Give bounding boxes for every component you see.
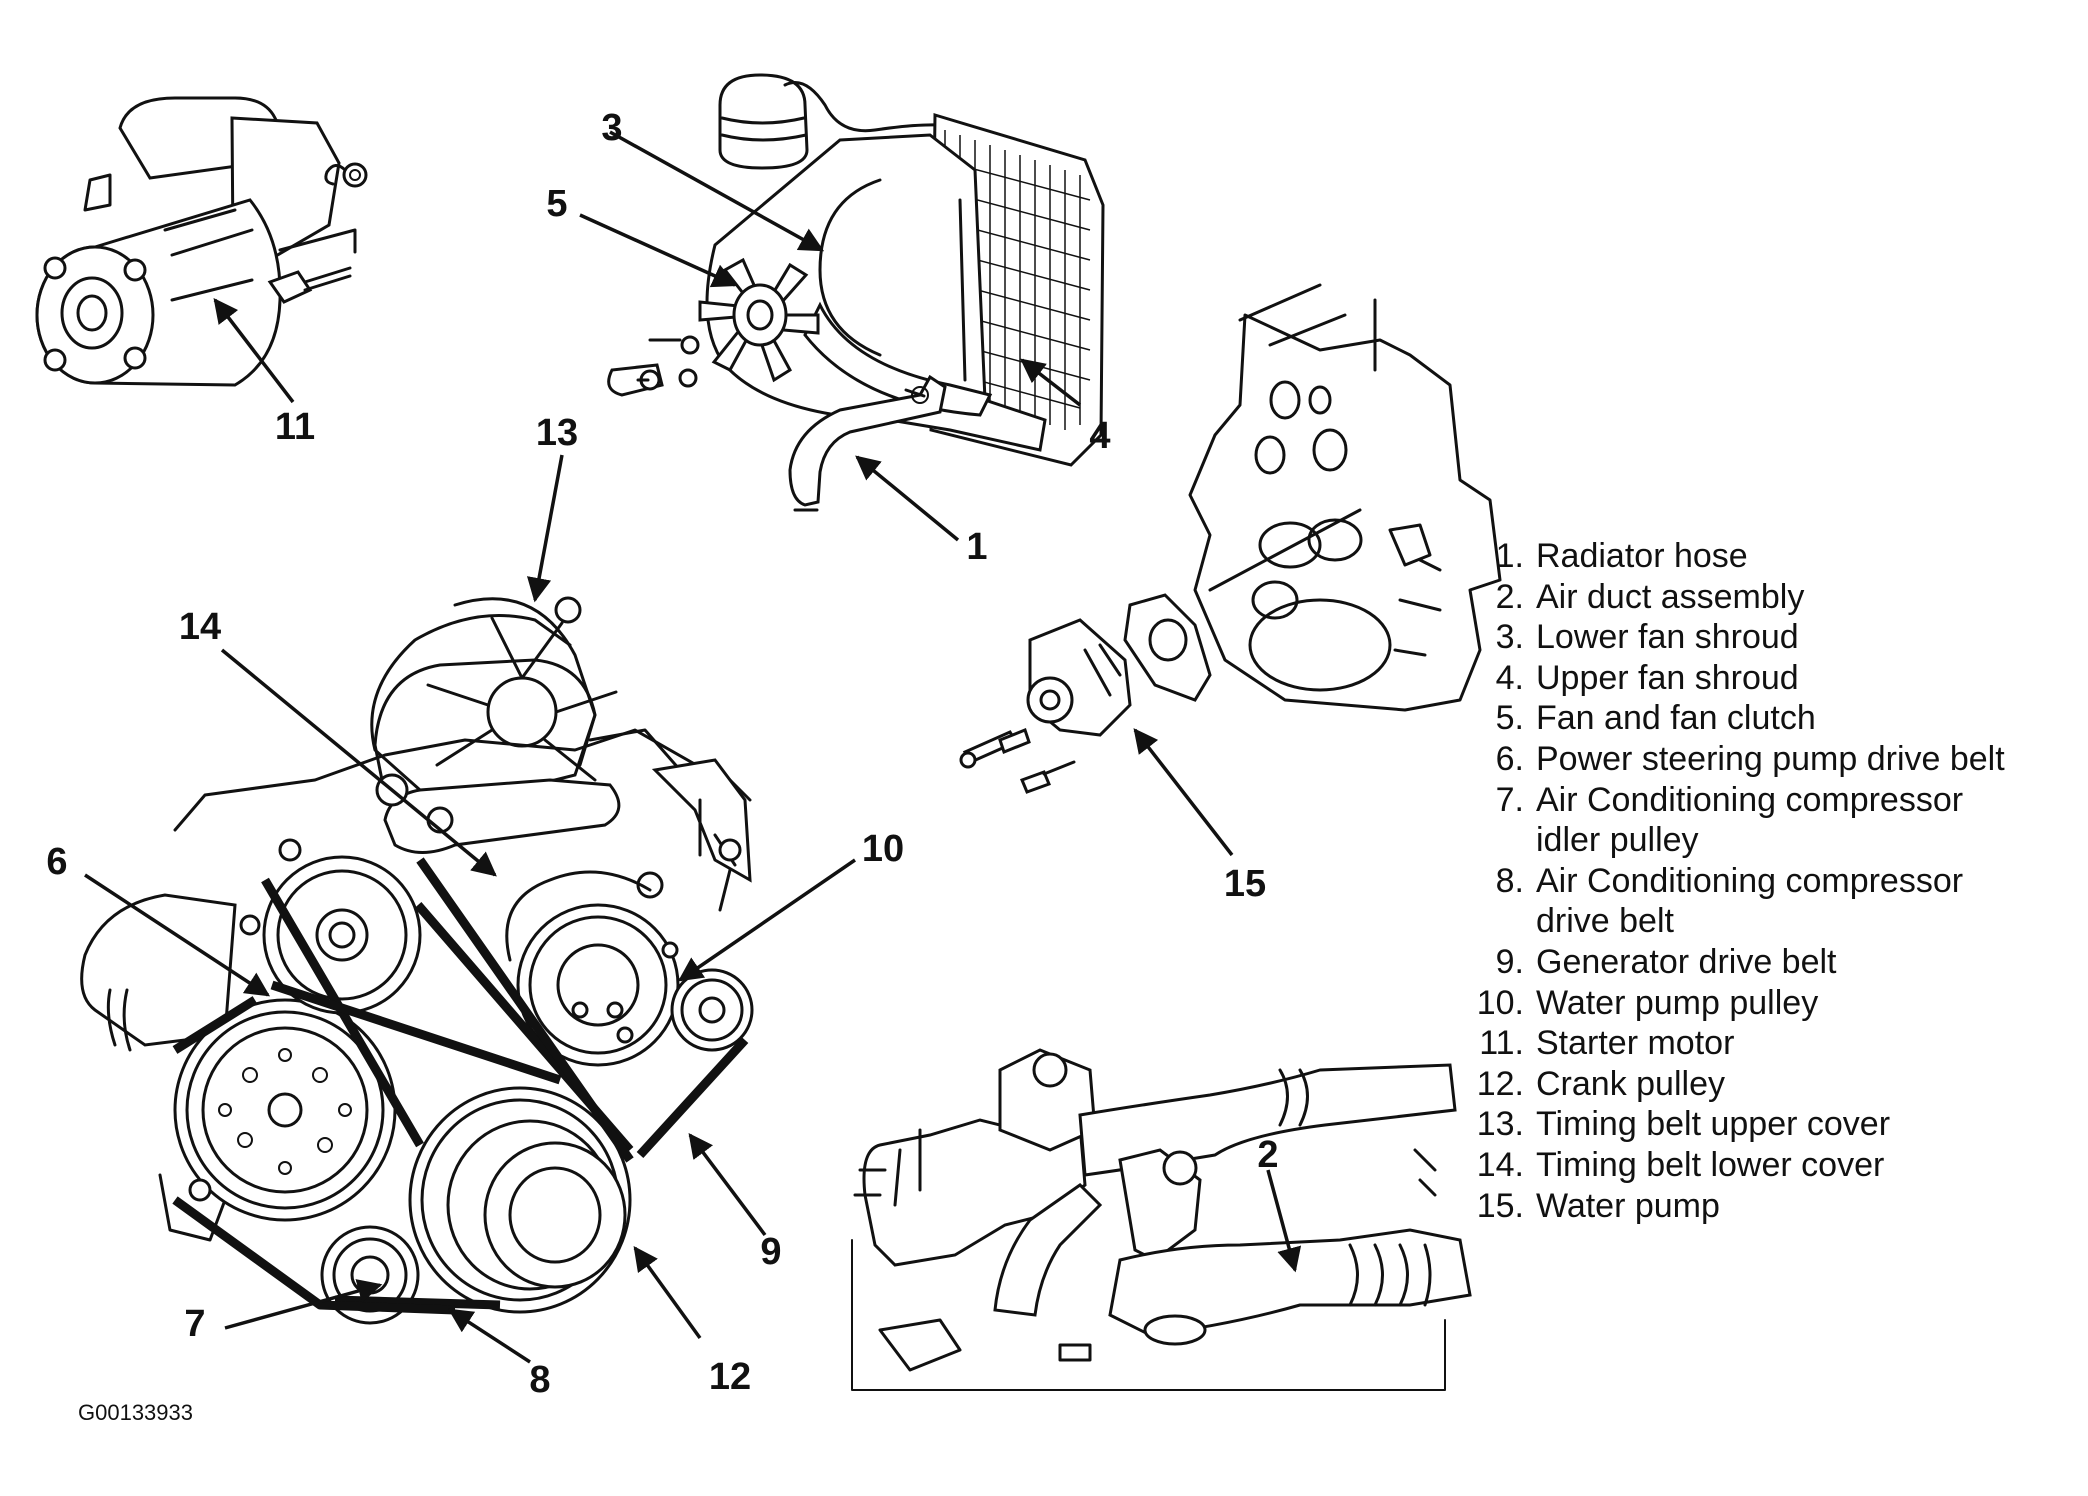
legend-item: 8. Air Conditioning compressor bbox=[1468, 861, 2068, 902]
legend-item-label: Air duct assembly bbox=[1536, 577, 1805, 616]
legend-item-label: idler pulley bbox=[1536, 821, 1699, 860]
callout-6: 6 bbox=[46, 841, 68, 883]
starter-motor-drawing bbox=[35, 96, 368, 404]
legend-item-label: Starter motor bbox=[1536, 1024, 1735, 1063]
legend-item: 3. Lower fan shroud bbox=[1468, 617, 2068, 658]
legend-item-label: Crank pulley bbox=[1536, 1064, 1725, 1103]
legend-item: 11. Starter motor bbox=[1468, 1023, 2068, 1064]
callout-15: 15 bbox=[1223, 863, 1267, 905]
callout-14: 14 bbox=[178, 606, 222, 648]
legend-item: 7. Air Conditioning compressor bbox=[1468, 780, 2068, 821]
air-duct-inset-drawing bbox=[851, 1048, 1472, 1391]
legend-item: 15. Water pump bbox=[1468, 1186, 2068, 1227]
legend-item-label: drive belt bbox=[1536, 902, 1674, 941]
engine-front-belt-drive-drawing bbox=[80, 454, 856, 1364]
legend-item-number: 11. bbox=[1479, 1024, 1524, 1063]
legend-item: 13. Timing belt upper cover bbox=[1468, 1104, 2068, 1145]
legend-item: 1. Radiator hose bbox=[1468, 536, 2068, 577]
legend-item-label: Fan and fan clutch bbox=[1536, 699, 1816, 738]
legend-item: drive belt bbox=[1468, 901, 2068, 942]
legend-item-number: 3. bbox=[1495, 618, 1524, 657]
legend-item: 4. Upper fan shroud bbox=[1468, 658, 2068, 699]
callout-4: 4 bbox=[1089, 415, 1111, 457]
engine-block-water-pump-drawing bbox=[959, 283, 1502, 857]
legend-item-number: 5. bbox=[1495, 699, 1524, 738]
callout-2: 2 bbox=[1257, 1134, 1279, 1176]
callout-1: 1 bbox=[966, 526, 988, 568]
legend-item-number: 14. bbox=[1476, 1145, 1524, 1184]
legend-item-number: 2. bbox=[1495, 577, 1524, 616]
legend-item-number: 6. bbox=[1495, 739, 1524, 778]
legend-item: 14. Timing belt lower cover bbox=[1468, 1145, 2068, 1186]
figure-id: G00133933 bbox=[78, 1400, 193, 1425]
callout-7: 7 bbox=[184, 1303, 206, 1345]
callout-11: 11 bbox=[274, 406, 316, 448]
legend-item-number: 7. bbox=[1495, 780, 1524, 819]
legend-item-label: Upper fan shroud bbox=[1536, 658, 1799, 697]
legend-item-label: Air Conditioning compressor bbox=[1536, 861, 1964, 900]
callout-5: 5 bbox=[546, 183, 568, 225]
legend-item-label: Timing belt lower cover bbox=[1536, 1145, 1885, 1184]
legend-item-label: Water pump pulley bbox=[1536, 983, 1819, 1022]
legend-item-number: 8. bbox=[1495, 861, 1524, 900]
legend-item-number bbox=[1468, 820, 1536, 861]
legend-item: idler pulley bbox=[1468, 820, 2068, 861]
legend-item-number: 1. bbox=[1495, 537, 1524, 575]
callout-3: 3 bbox=[601, 107, 623, 149]
fan-shroud-radiator-drawing bbox=[579, 73, 1105, 542]
legend-item: 6. Power steering pump drive belt bbox=[1468, 739, 2068, 780]
legend-item-label: Power steering pump drive belt bbox=[1536, 739, 2005, 778]
parts-legend: 1. Radiator hose 2. Air duct assembly 3. Lowe… bbox=[1468, 536, 2068, 1226]
legend-item-label: Air Conditioning compressor bbox=[1536, 780, 1964, 819]
legend-item-label: Radiator hose bbox=[1536, 537, 1748, 575]
legend-item-number: 10. bbox=[1476, 983, 1524, 1022]
legend-item-number: 4. bbox=[1495, 658, 1524, 697]
legend-item-number: 15. bbox=[1476, 1186, 1524, 1225]
legend-item-label: Water pump bbox=[1536, 1186, 1720, 1225]
legend-item: 10. Water pump pulley bbox=[1468, 983, 2068, 1024]
callout-8: 8 bbox=[529, 1359, 551, 1401]
legend-item-label: Lower fan shroud bbox=[1536, 618, 1799, 657]
legend-item-label: Generator drive belt bbox=[1536, 942, 1837, 981]
callout-13: 13 bbox=[535, 412, 579, 454]
callout-9: 9 bbox=[760, 1231, 782, 1273]
legend-item: 2. Air duct assembly bbox=[1468, 577, 2068, 618]
legend-item-label: Timing belt upper cover bbox=[1536, 1105, 1891, 1144]
legend-item: 9. Generator drive belt bbox=[1468, 942, 2068, 983]
callout-12: 12 bbox=[708, 1356, 752, 1398]
legend-item-number bbox=[1468, 901, 1536, 942]
legend-item: 12. Crank pulley bbox=[1468, 1064, 2068, 1105]
legend-item-number: 13. bbox=[1476, 1105, 1524, 1144]
legend-item-number: 9. bbox=[1495, 942, 1524, 981]
legend-item: 5. Fan and fan clutch bbox=[1468, 698, 2068, 739]
legend-item-number: 12. bbox=[1476, 1064, 1524, 1103]
callout-10: 10 bbox=[861, 828, 905, 870]
